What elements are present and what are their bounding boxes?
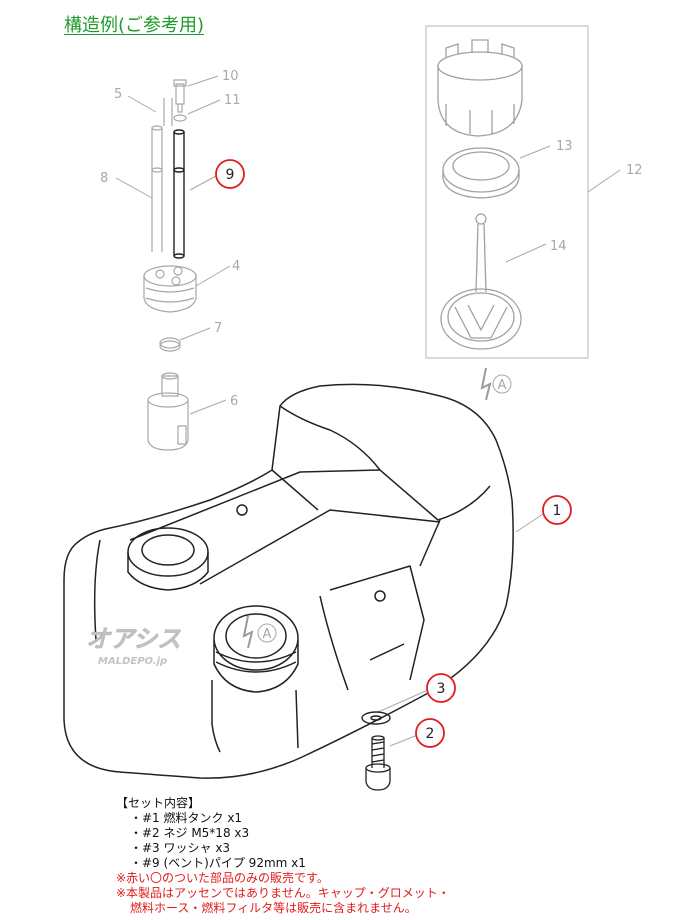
screw-drawing [365, 735, 391, 791]
set-item-screw: ・#2 ネジ M5*18 x3 [130, 826, 250, 840]
view-label-a: A [498, 378, 507, 393]
watermark: オアシス MALDEPO.jp [86, 625, 182, 667]
diagram-title: 構造例(ご参考用) [64, 15, 205, 36]
watermark-site: MALDEPO.jp [98, 656, 167, 667]
cap-gasket-drawing [442, 147, 520, 199]
fuel-filter-drawing [147, 372, 189, 451]
set-item-washer: ・#3 ワッシャ x3 [130, 841, 231, 855]
part-label-8: 8 [100, 171, 108, 186]
note-not-assembly: ※本製品はアッセンではありません。キャップ・グロメット・ [116, 886, 450, 900]
red-callout-9: 9 [215, 159, 245, 189]
set-contents-title: 【セット内容】 [116, 796, 201, 810]
note-red-circle-only: ※赤い〇のついた部品のみの販売です。 [116, 871, 329, 885]
washer-drawing [361, 711, 391, 725]
part-label-2: 2 [426, 726, 435, 742]
vent-pipe-drawing [173, 129, 185, 259]
leader-lines [115, 75, 621, 747]
red-callout-1: 1 [542, 495, 572, 525]
part-label-1: 1 [553, 503, 562, 519]
part-label-4: 4 [232, 259, 240, 274]
part-label-12: 12 [626, 163, 643, 178]
pipe-parts-group [151, 79, 187, 252]
part-label-9: 9 [226, 167, 235, 183]
set-contents-notes: 【セット内容】 ・#1 燃料タンク x1 ・#2 ネジ M5*18 x3 ・#3… [116, 796, 450, 916]
part-label-11: 11 [224, 93, 241, 108]
fuel-cap-drawing [437, 39, 523, 137]
part-label-6: 6 [230, 394, 238, 409]
part-label-5: 5 [114, 87, 122, 102]
fuel-tank-drawing [63, 383, 514, 779]
grommet-drawing [143, 265, 197, 313]
view-label-a-tank: A [263, 627, 272, 642]
watermark-logo: オアシス [86, 625, 181, 653]
view-arrow-a-top: A [480, 367, 512, 401]
fuel-strainer-drawing [440, 213, 522, 350]
red-callout-3: 3 [426, 673, 456, 703]
red-callout-2: 2 [415, 718, 445, 748]
cap-assembly-group [425, 25, 589, 359]
part-label-10: 10 [222, 69, 239, 84]
part-label-14: 14 [550, 239, 567, 254]
set-item-tank: ・#1 燃料タンク x1 [130, 811, 243, 825]
view-arrow-a-tank: A [242, 615, 277, 649]
part-label-13: 13 [556, 139, 573, 154]
part-label-3: 3 [437, 681, 446, 697]
set-item-pipe: ・#9 (ベント)パイプ 92mm x1 [130, 856, 306, 870]
o-ring-drawing [159, 337, 181, 352]
part-label-7: 7 [214, 321, 222, 336]
note-not-included: 燃料ホース・燃料フィルタ等は販売に含まれません。 [130, 901, 417, 915]
